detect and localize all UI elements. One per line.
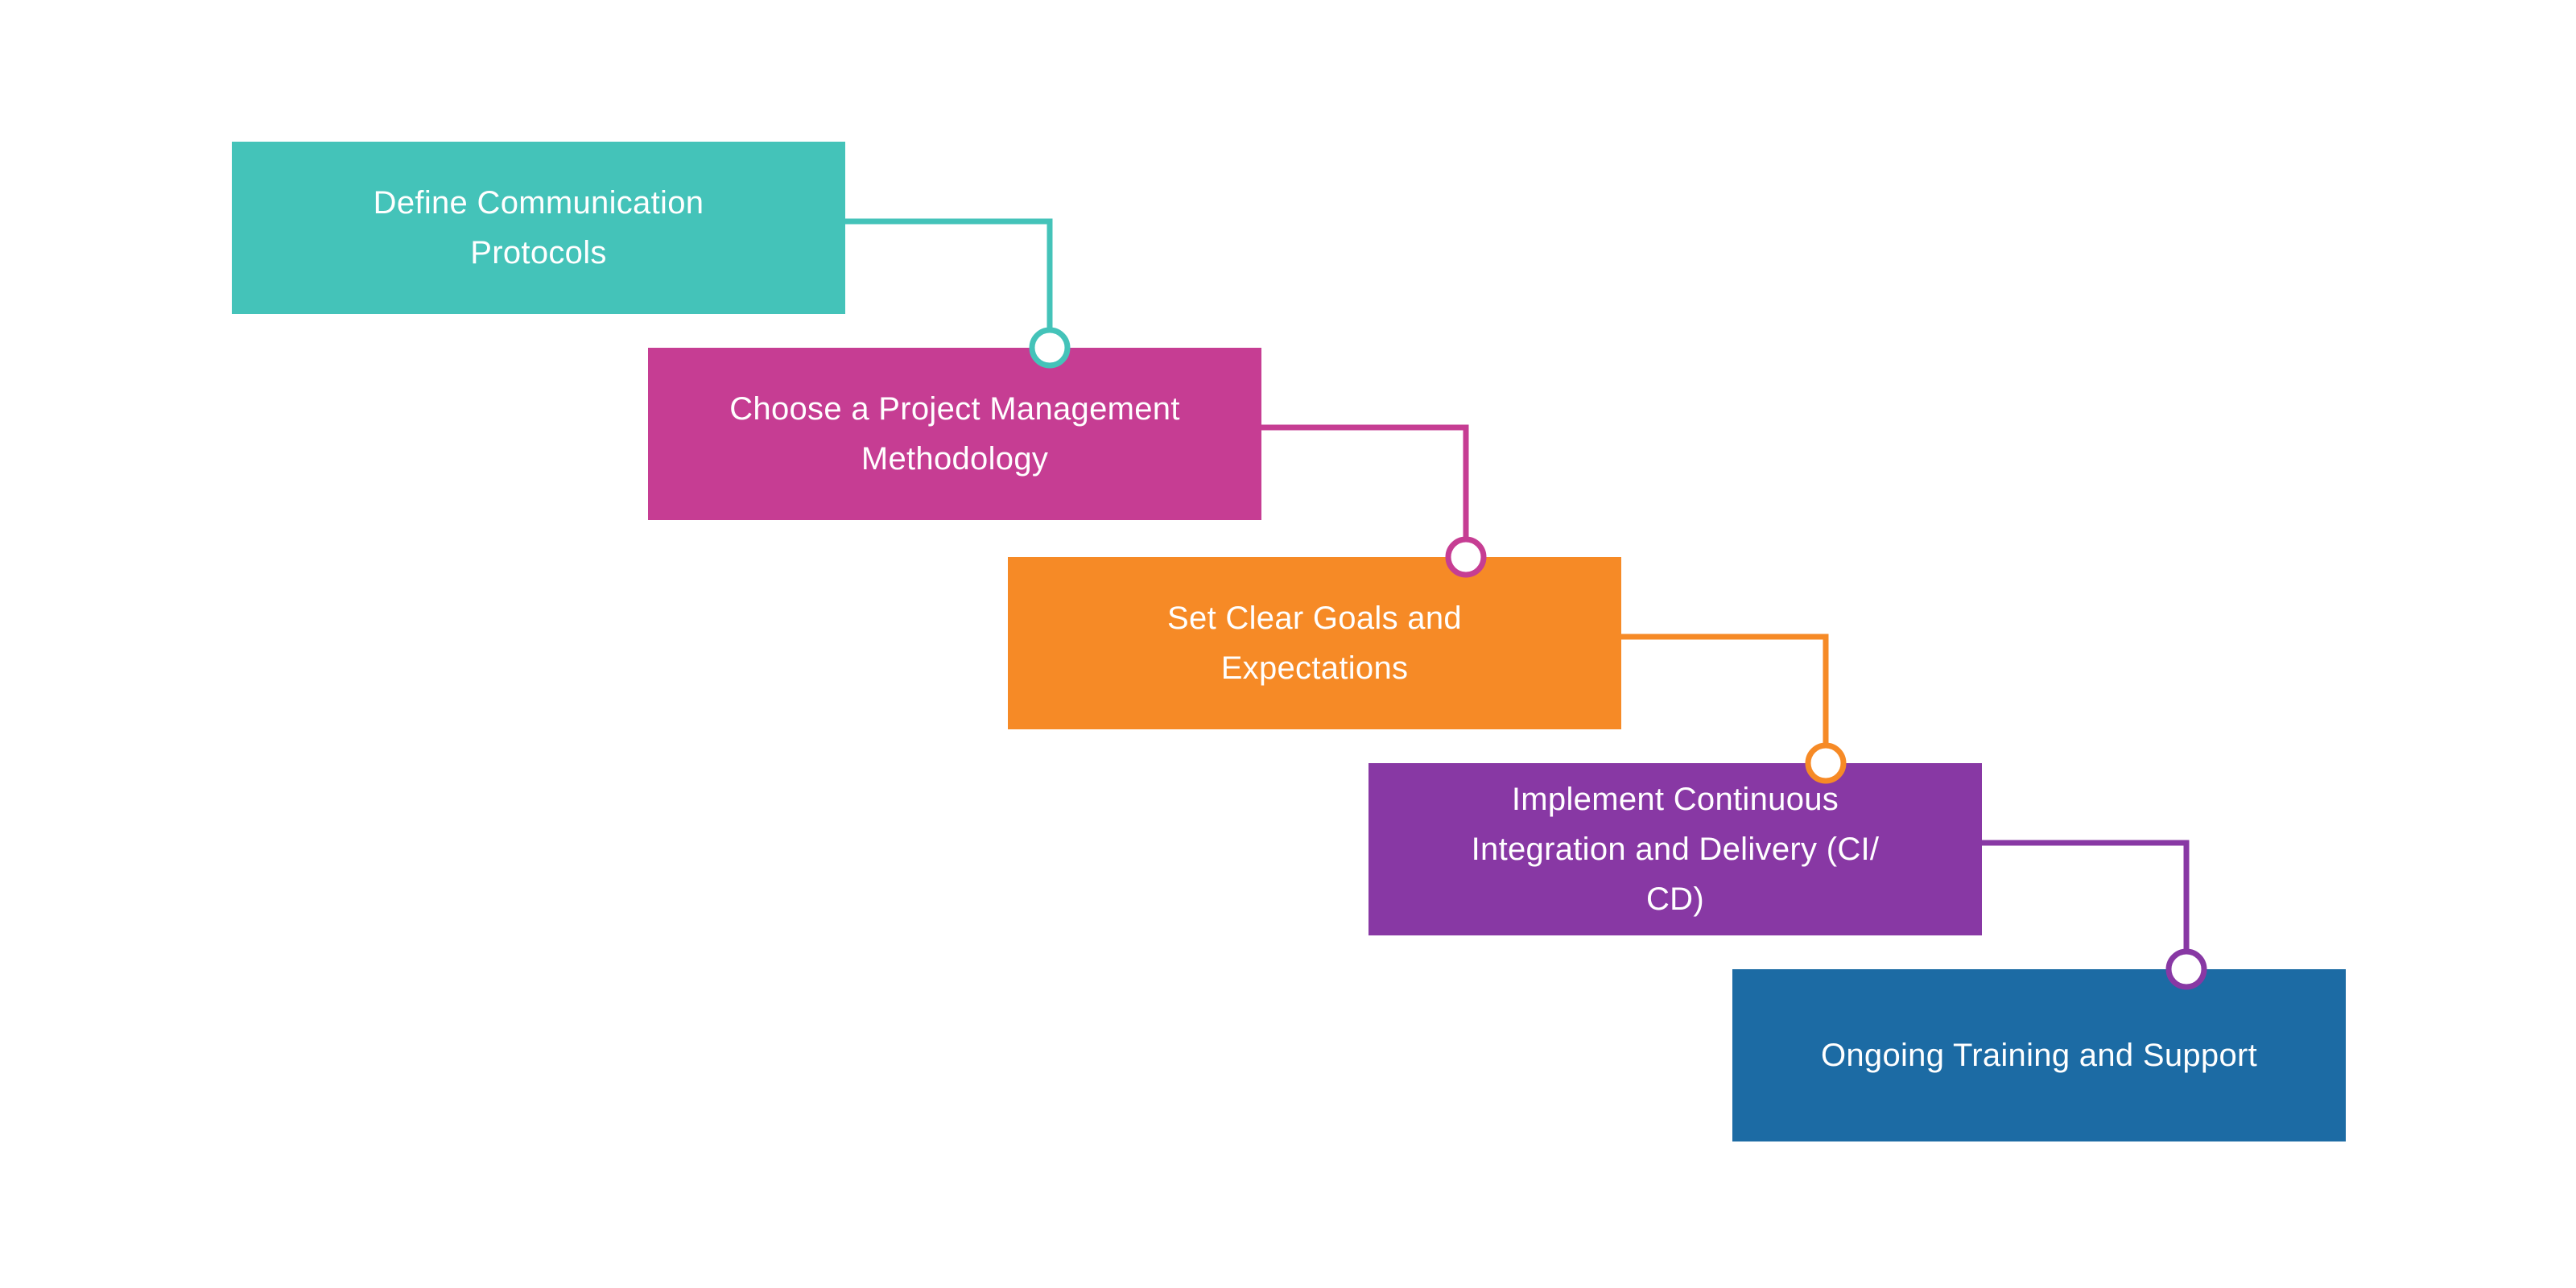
- connector-elbow-2: [1261, 424, 1469, 541]
- step-label-line: CD): [1646, 881, 1704, 917]
- step-label-line: Integration and Delivery (CI/: [1471, 832, 1880, 867]
- step-label-line: Expectations: [1220, 650, 1409, 686]
- step-label-line: Ongoing Training and Support: [1820, 1038, 2258, 1073]
- step-label-line: Methodology: [861, 441, 1049, 477]
- connector-elbow-1: [845, 218, 1053, 332]
- connector-elbow-3: [1621, 634, 1829, 747]
- step-label-line: Set Clear Goals and: [1167, 601, 1462, 636]
- connector-elbow-4: [1982, 840, 2190, 953]
- step-box-5: Ongoing Training and Support: [1732, 969, 2346, 1141]
- step-label-line: Protocols: [470, 235, 607, 270]
- step-label-line: Define Communication: [373, 185, 704, 221]
- step-label-line: Choose a Project Management: [729, 391, 1180, 427]
- step-label-line: Implement Continuous: [1511, 782, 1839, 817]
- step-label-5: Ongoing Training and Support: [1821, 1030, 2257, 1080]
